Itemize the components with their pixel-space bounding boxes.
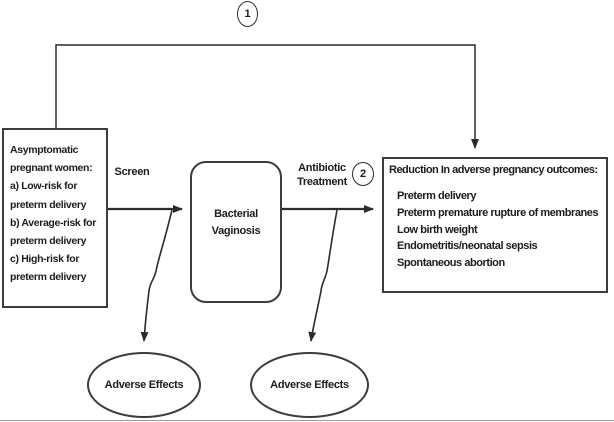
adverse-effects-ellipse-treatment: Adverse Effects <box>250 352 369 418</box>
treatment-arrow-label: Antibiotic Treatment <box>297 162 347 188</box>
figure-bottom-rule <box>0 420 614 421</box>
overarching-kq1-arrow <box>55 44 479 149</box>
outcomes-box: Reduction In adverse pregnancy outcomes:… <box>382 157 608 293</box>
key-question-1-badge: 1 <box>237 1 258 27</box>
outcomes-box-title: Reduction In adverse pregnancy outcomes: <box>389 164 598 176</box>
key-question-2-badge: 2 <box>352 162 374 186</box>
population-box: Asymptomatic pregnant women: a) Low-risk… <box>2 128 108 308</box>
condition-box-label: Bacterial Vaginosis <box>211 207 261 238</box>
condition-box: Bacterial Vaginosis <box>190 161 282 303</box>
screen-arrow-label: Screen <box>114 166 150 178</box>
screen-adverse-effects-curve <box>140 209 173 342</box>
treatment-adverse-effects-curve <box>308 209 338 342</box>
outcomes-box-list: Preterm delivery Preterm premature ruptu… <box>397 190 599 270</box>
adverse-effects-ellipse-screening: Adverse Effects <box>87 352 201 418</box>
